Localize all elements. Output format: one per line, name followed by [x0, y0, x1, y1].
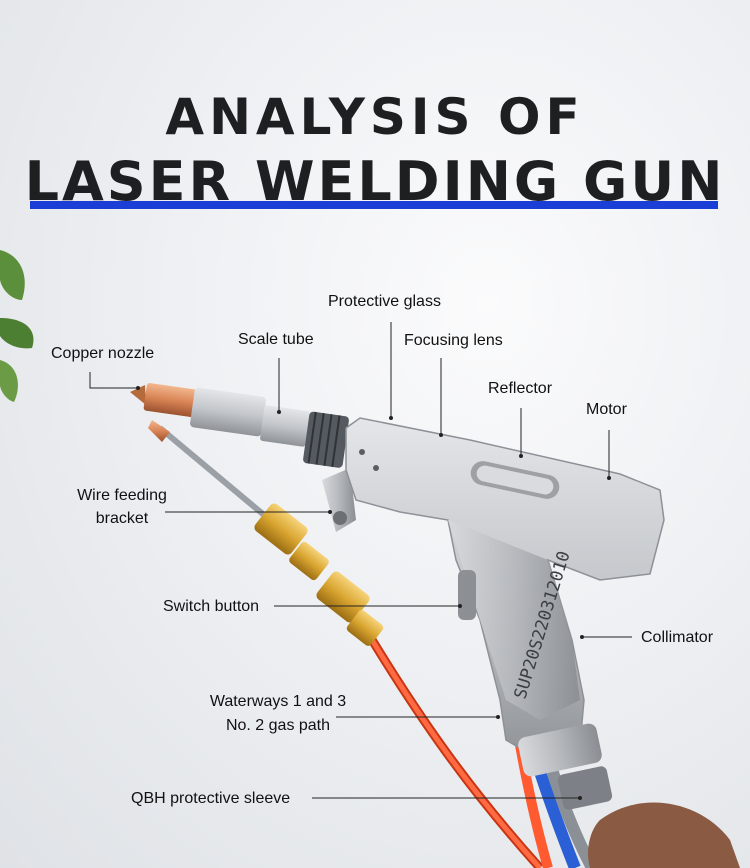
title-line-1: ANALYSIS OF [165, 88, 585, 146]
wire-tip [148, 420, 170, 442]
label-waterways-line2: No. 2 gas path [225, 717, 331, 734]
label-wire-feeding-line1: Wire feeding [77, 487, 167, 504]
label-switch-button: Switch button [163, 598, 260, 615]
label-reflector: Reflector [488, 380, 553, 397]
leader-lines [89, 322, 632, 799]
nozzle-assembly [130, 383, 349, 468]
label-motor: Motor [586, 401, 627, 418]
leaf-decoration [0, 250, 34, 402]
label-waterways-line1: Waterways 1 and 3 [209, 693, 347, 710]
label-focusing-lens: Focusing lens [404, 332, 503, 349]
label-scale-tube: Scale tube [238, 331, 314, 348]
title-underline [30, 201, 718, 209]
bracket [322, 468, 356, 532]
label-collimator: Collimator [641, 629, 714, 646]
label-copper-nozzle: Copper nozzle [51, 345, 155, 362]
label-waterways: Waterways 1 and 3 No. 2 gas path [195, 692, 361, 736]
wire-rod [158, 425, 272, 523]
label-wire-feeding-bracket: Wire feeding bracket [64, 486, 180, 529]
switch-button [458, 570, 476, 620]
gun-body [345, 417, 665, 810]
label-wire-feeding-line2: bracket [95, 510, 149, 527]
hand [588, 802, 740, 868]
label-protective-glass: Protective glass [328, 293, 441, 310]
label-qbh-sleeve: QBH protective sleeve [131, 790, 291, 807]
brass-connector [254, 503, 384, 646]
